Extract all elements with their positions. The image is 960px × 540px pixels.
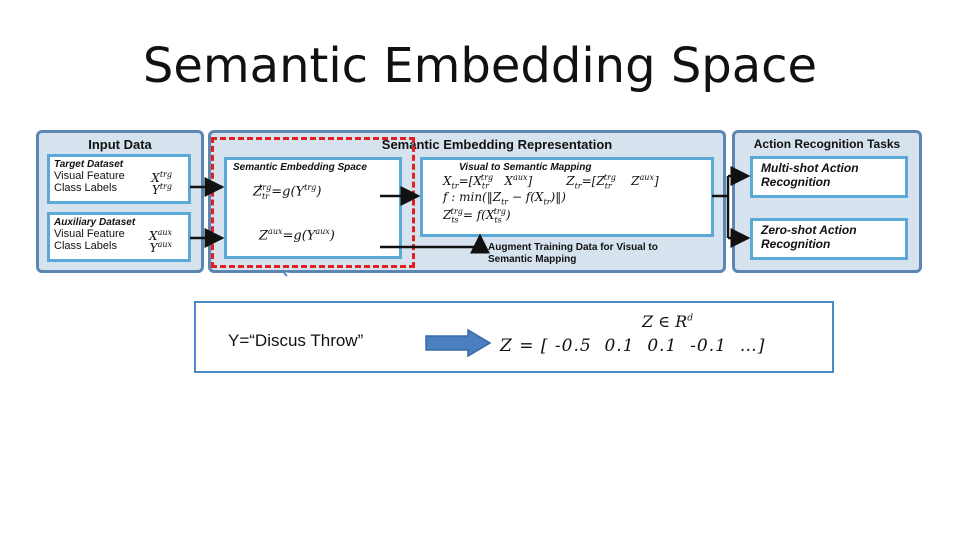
auxiliary-visual-feature-math: Xaux <box>149 228 172 243</box>
target-class-labels-math: Ytrg <box>151 182 172 197</box>
callout-arrow <box>425 328 492 358</box>
callout-z-vector: Z = [ -0.5 0.1 0.1 -0.1 …] <box>500 336 766 356</box>
callout-pointer-fill <box>285 276 456 301</box>
mapping-equation-test: Ztstrg= f(Xtstrg) <box>443 206 511 225</box>
target-dataset-box: Target Dataset Visual Feature Xtrg Class… <box>47 154 191 204</box>
action-tasks-header: Action Recognition Tasks <box>753 137 901 151</box>
auxiliary-dataset-box: Auxiliary Dataset Visual Feature Xaux Cl… <box>47 212 191 262</box>
multi-shot-task-label: Multi-shot Action Recognition <box>761 161 859 189</box>
semantic-representation-header: Semantic Embedding Representation <box>381 137 613 152</box>
zero-shot-task-box: Zero-shot Action Recognition <box>750 218 908 260</box>
zero-shot-task-label: Zero-shot Action Recognition <box>761 223 857 251</box>
mapping-equation-objective: f : min(‖Ztr − f(Xtr)‖) <box>443 190 566 207</box>
callout-y-label: Y=“Discus Throw” <box>228 331 364 350</box>
space-equation-auxiliary: Zaux=g(Yaux) <box>259 226 335 244</box>
auxiliary-dataset-title: Auxiliary Dataset <box>54 217 136 228</box>
target-visual-feature-label: Visual Feature <box>54 170 125 182</box>
space-equation-target: Ztrtrg=g(Ytrg) <box>253 183 322 201</box>
auxiliary-visual-feature-label: Visual Feature <box>54 228 125 240</box>
slide-title: Semantic Embedding Space <box>142 38 818 94</box>
callout-z-domain-sup: d <box>687 313 693 324</box>
callout-z-domain-text: Z ∈ R <box>642 312 688 331</box>
semantic-embedding-space-box: Semantic Embedding Space Ztrtrg=g(Ytrg) … <box>224 157 402 259</box>
multi-shot-task-box: Multi-shot Action Recognition <box>750 156 908 198</box>
target-dataset-title: Target Dataset <box>54 159 124 170</box>
callout-box <box>194 301 834 373</box>
visual-semantic-mapping-box: Visual to Semantic Mapping Xtr=[Xtrtrg X… <box>420 157 714 237</box>
mapping-equation-xtr: Xtr=[Xtrtrg Xaux] <box>443 173 533 191</box>
semantic-embedding-space-title: Semantic Embedding Space <box>233 162 367 173</box>
callout-z-domain: Z ∈ Rd <box>642 312 693 331</box>
target-class-labels-label: Class Labels <box>54 182 117 194</box>
target-visual-feature-math: Xtrg <box>151 170 172 185</box>
callout-arrow-icon <box>425 328 492 358</box>
augment-training-note: Augment Training Data for Visual to Sema… <box>488 242 658 265</box>
auxiliary-class-labels-math: Yaux <box>149 240 172 255</box>
auxiliary-class-labels-label: Class Labels <box>54 240 117 252</box>
visual-semantic-mapping-title: Visual to Semantic Mapping <box>459 162 592 173</box>
input-data-header: Input Data <box>88 137 152 152</box>
mapping-equation-ztr: Ztr=[Ztrtrg Zaux] <box>566 173 659 191</box>
